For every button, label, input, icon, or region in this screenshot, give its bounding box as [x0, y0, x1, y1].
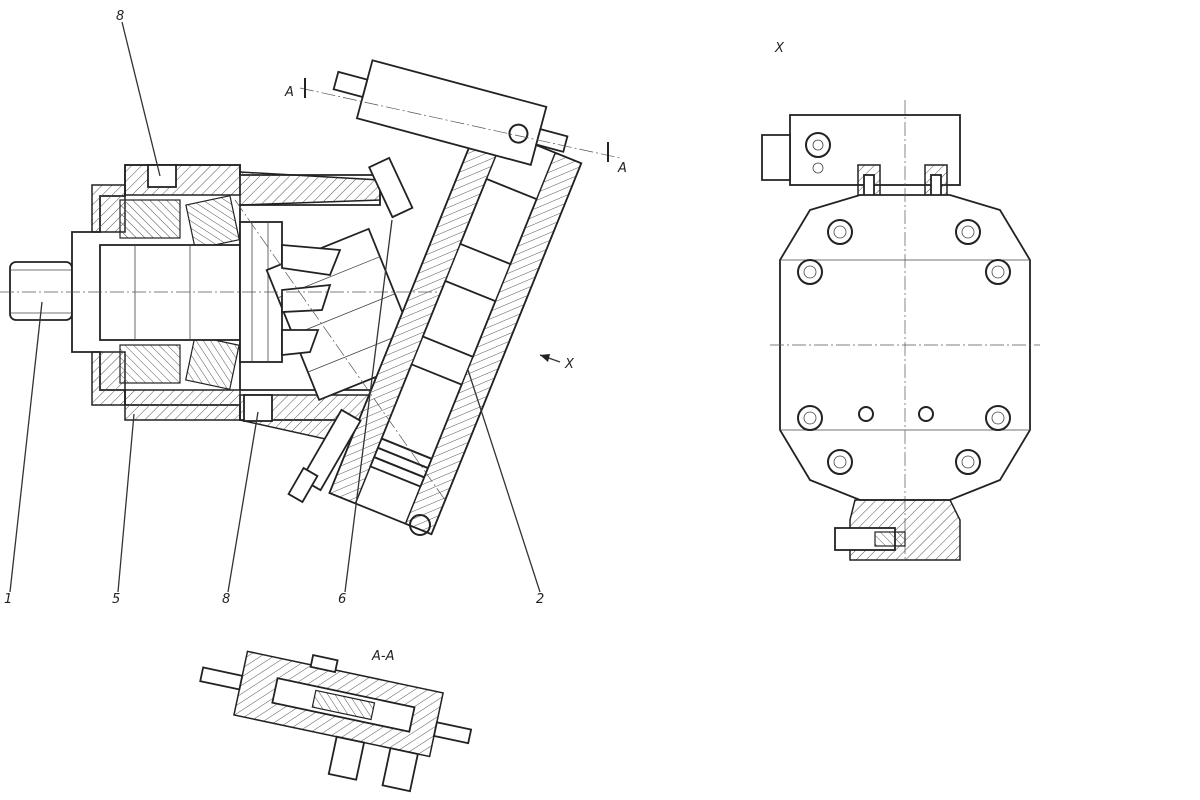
leader-lines — [9, 21, 561, 593]
section-mark-left: A — [284, 85, 294, 100]
section-a-a: A-A — [199, 649, 473, 793]
part-label-6: 6 — [338, 592, 346, 607]
fittings — [287, 156, 431, 536]
section-mark-right: A — [617, 161, 627, 176]
control-valve-block — [332, 59, 569, 166]
part-label-1: 1 — [4, 592, 12, 607]
section-line-a — [299, 78, 621, 162]
part-label-8-bottom: 8 — [222, 592, 230, 607]
view-arrow-label: X — [564, 357, 575, 372]
main-section-view: 1 5 8 8 6 2 A A X — [0, 9, 627, 607]
view-x-title: X — [774, 41, 785, 56]
part-label-2: 2 — [536, 592, 544, 607]
port-plate-housing — [328, 120, 583, 536]
part-label-5: 5 — [112, 592, 120, 607]
part-label-8-top: 8 — [116, 9, 124, 24]
section-a-a-title: A-A — [371, 649, 394, 664]
bolt-holes — [797, 219, 1011, 475]
view-x: X — [761, 41, 1040, 561]
